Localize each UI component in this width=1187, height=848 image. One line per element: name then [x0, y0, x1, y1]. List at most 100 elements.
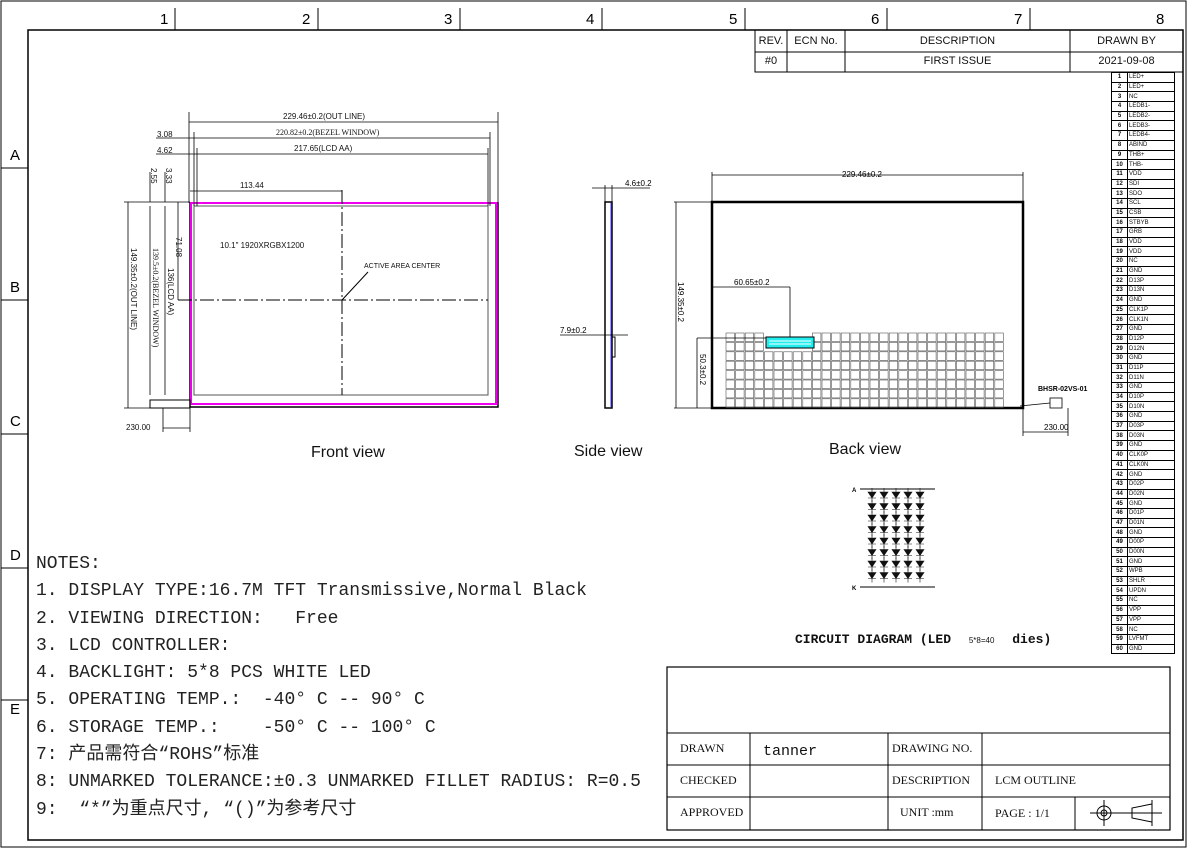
note-item: 8: UNMARKED TOLERANCE:±0.3 UNMARKED FILL…	[36, 772, 641, 793]
backlight-cell	[946, 370, 956, 380]
backlight-cell	[975, 332, 985, 342]
drawn-date-value: 2021-09-08	[1098, 55, 1155, 67]
backlight-cell	[956, 379, 966, 389]
backlight-cell	[735, 342, 745, 352]
backlight-cell	[831, 351, 841, 361]
backlight-cell	[860, 389, 870, 399]
pin-signal: CLK0N	[1127, 459, 1175, 471]
backlight-cell	[792, 398, 803, 408]
dim-thickness: 4.6±0.2	[625, 179, 652, 188]
pin-signal: GND	[1127, 265, 1175, 277]
pin-number: 14	[1111, 197, 1128, 209]
backlight-cell	[744, 389, 755, 399]
backlight-cell	[754, 360, 764, 371]
pin-signal: SHLR	[1127, 575, 1175, 587]
backlight-cell	[754, 351, 764, 361]
front-view-label: Front view	[311, 444, 385, 461]
note-item: 4. BACKLIGHT: 5*8 PCS WHITE LED	[36, 663, 371, 684]
note-item: 6. STORAGE TEMP.: -50° C -- 100° C	[36, 717, 436, 738]
backlight-cell	[850, 370, 860, 380]
pin-number: 4	[1111, 101, 1128, 112]
backlight-cell	[831, 379, 841, 389]
backlight-cell	[936, 398, 947, 408]
backlight-cell	[927, 398, 937, 408]
pin-signal: GND	[1127, 498, 1175, 509]
pin-signal: THB+	[1127, 149, 1175, 161]
pin-signal: GND	[1127, 294, 1175, 306]
pin-number: 25	[1111, 304, 1128, 316]
backlight-cell	[888, 332, 899, 342]
backlight-cell	[831, 332, 841, 342]
backlight-cell	[773, 370, 783, 380]
pin-number: 19	[1111, 246, 1128, 258]
backlight-cell	[725, 342, 735, 352]
grid-ticks	[1, 8, 1031, 701]
notes-heading: NOTES:	[36, 554, 101, 574]
led-circuit-diagram: A K	[852, 488, 935, 592]
backlight-cell	[735, 398, 745, 408]
pin-signal: NC	[1127, 256, 1175, 267]
backlight-cell	[936, 370, 947, 380]
drawn-value: tanner	[763, 743, 818, 760]
backlight-cell	[888, 398, 899, 408]
backlight-cell	[802, 370, 812, 380]
backlight-cell	[773, 398, 783, 408]
backlight-cell	[744, 351, 755, 361]
backlight-cell	[802, 379, 812, 389]
pin-signal: STBYB	[1127, 217, 1175, 228]
backlight-cell	[984, 370, 995, 380]
pin-number: 26	[1111, 314, 1128, 325]
backlight-cell	[744, 342, 755, 352]
backlight-cell	[946, 342, 956, 352]
backlight-cell	[773, 379, 783, 389]
backlight-cell	[965, 342, 975, 352]
pin-signal: LEDB3-	[1127, 120, 1175, 132]
backlight-cell	[879, 351, 889, 361]
pin-number: 36	[1111, 411, 1128, 422]
backlight-cell	[917, 379, 927, 389]
backlight-cell	[965, 332, 975, 342]
backlight-cell	[898, 342, 908, 352]
backlight-cell	[725, 360, 735, 371]
backlight-cell	[725, 389, 735, 399]
pin-signal: GND	[1127, 527, 1175, 538]
backlight-cell	[936, 342, 947, 352]
backlight-cell	[821, 370, 831, 380]
backlight-cell	[840, 398, 851, 408]
backlight-cell	[773, 360, 783, 371]
pin-signal: LED+	[1127, 81, 1175, 93]
dim-connector-x: 60.65±0.2	[734, 278, 770, 287]
pin-signal: VPP	[1127, 604, 1175, 616]
backlight-cell	[908, 398, 918, 408]
pin-signal: CLK1P	[1127, 304, 1175, 316]
pin-number: 1	[1111, 72, 1128, 83]
backlight-cell	[764, 370, 774, 380]
pin-number: 20	[1111, 256, 1128, 267]
backlight-cell	[984, 342, 995, 352]
pin-signal: VDD	[1127, 246, 1175, 258]
backlight-cell	[908, 360, 918, 371]
backlight-cell	[783, 398, 793, 408]
pin-number: 16	[1111, 217, 1128, 228]
backlight-cell	[764, 389, 774, 399]
backlight-cell	[783, 389, 793, 399]
pin-signal: VDD	[1127, 168, 1175, 180]
backlight-cell	[975, 342, 985, 352]
pin-number: 45	[1111, 498, 1128, 509]
backlight-cell	[936, 332, 947, 342]
pin-signal: LED+	[1127, 72, 1175, 83]
backlight-cell	[879, 389, 889, 399]
dim-center-x: 113.44	[240, 181, 264, 190]
pin-signal: NC	[1127, 624, 1175, 635]
backlight-cell	[821, 398, 831, 408]
